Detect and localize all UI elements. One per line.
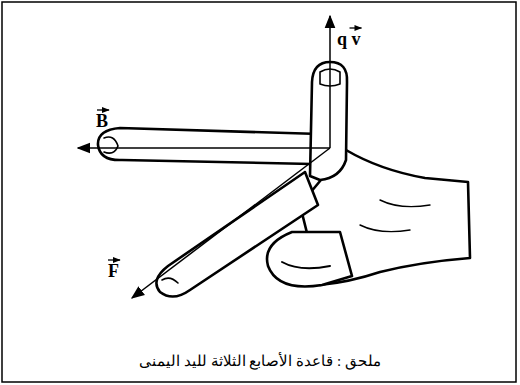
velocity-vector [329,16,331,148]
frame-border [2,2,516,382]
vector-label: q v [337,30,361,50]
vector-arrows [78,16,330,298]
caption: ملحق : قاعدة الأصابع الثلاثة لليد اليمنى [10,352,510,370]
vector-accent [97,109,109,110]
force-vector [132,148,330,298]
vector-label: B [96,112,108,132]
vector-label: F [108,262,119,282]
hand-outline [98,62,470,297]
field-vector [78,147,330,149]
vector-accent [350,27,362,28]
vector-accent [108,259,120,260]
vector-accents [97,28,362,260]
